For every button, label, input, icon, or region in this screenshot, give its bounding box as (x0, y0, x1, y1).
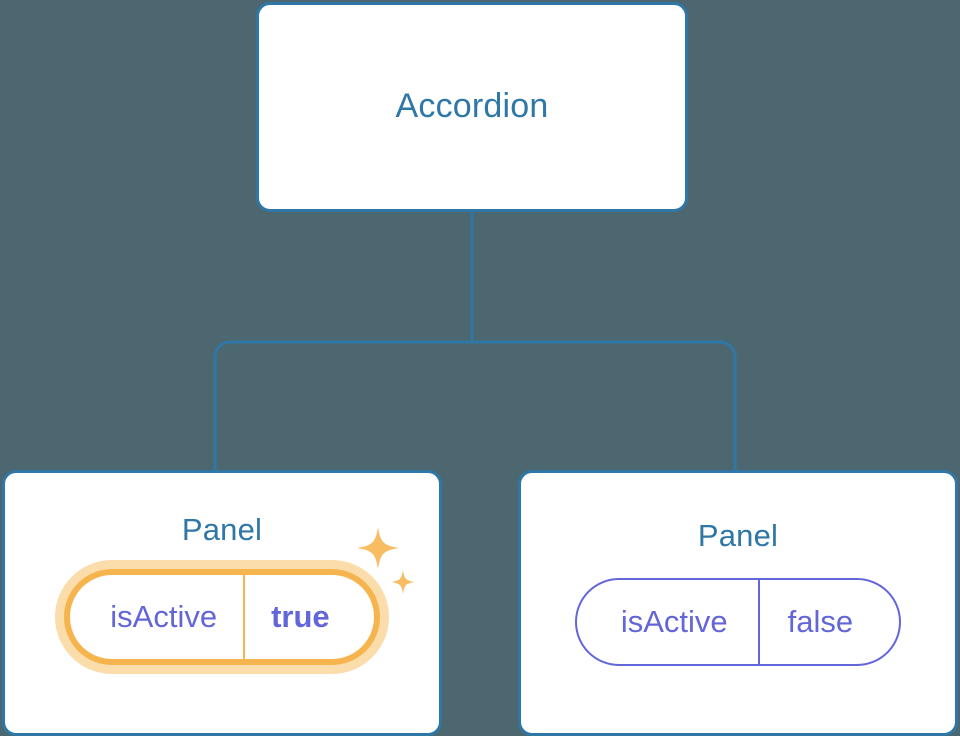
node-panel-right[interactable]: Panel isActive false (518, 470, 958, 736)
prop-key: isActive (620, 604, 728, 640)
node-accordion[interactable]: Accordion (256, 2, 688, 212)
node-accordion-title: Accordion (395, 87, 549, 126)
node-panel-left[interactable]: Panel isActive true (2, 470, 442, 736)
sparkle-icon (356, 527, 399, 570)
prop-pill-left-wrap: isActive true (64, 527, 415, 666)
prop-value: true (243, 575, 374, 660)
node-panel-right-title: Panel (697, 518, 779, 553)
prop-value: false (757, 580, 899, 665)
sparkle-icon (390, 570, 415, 595)
node-panel-left-title: Panel (181, 512, 263, 547)
prop-key: isActive (110, 599, 218, 635)
prop-pill-is-active-true[interactable]: isActive true (64, 569, 380, 666)
prop-pill-is-active-false[interactable]: isActive false (574, 578, 902, 667)
prop-pill-right-wrap: isActive false (574, 578, 902, 667)
